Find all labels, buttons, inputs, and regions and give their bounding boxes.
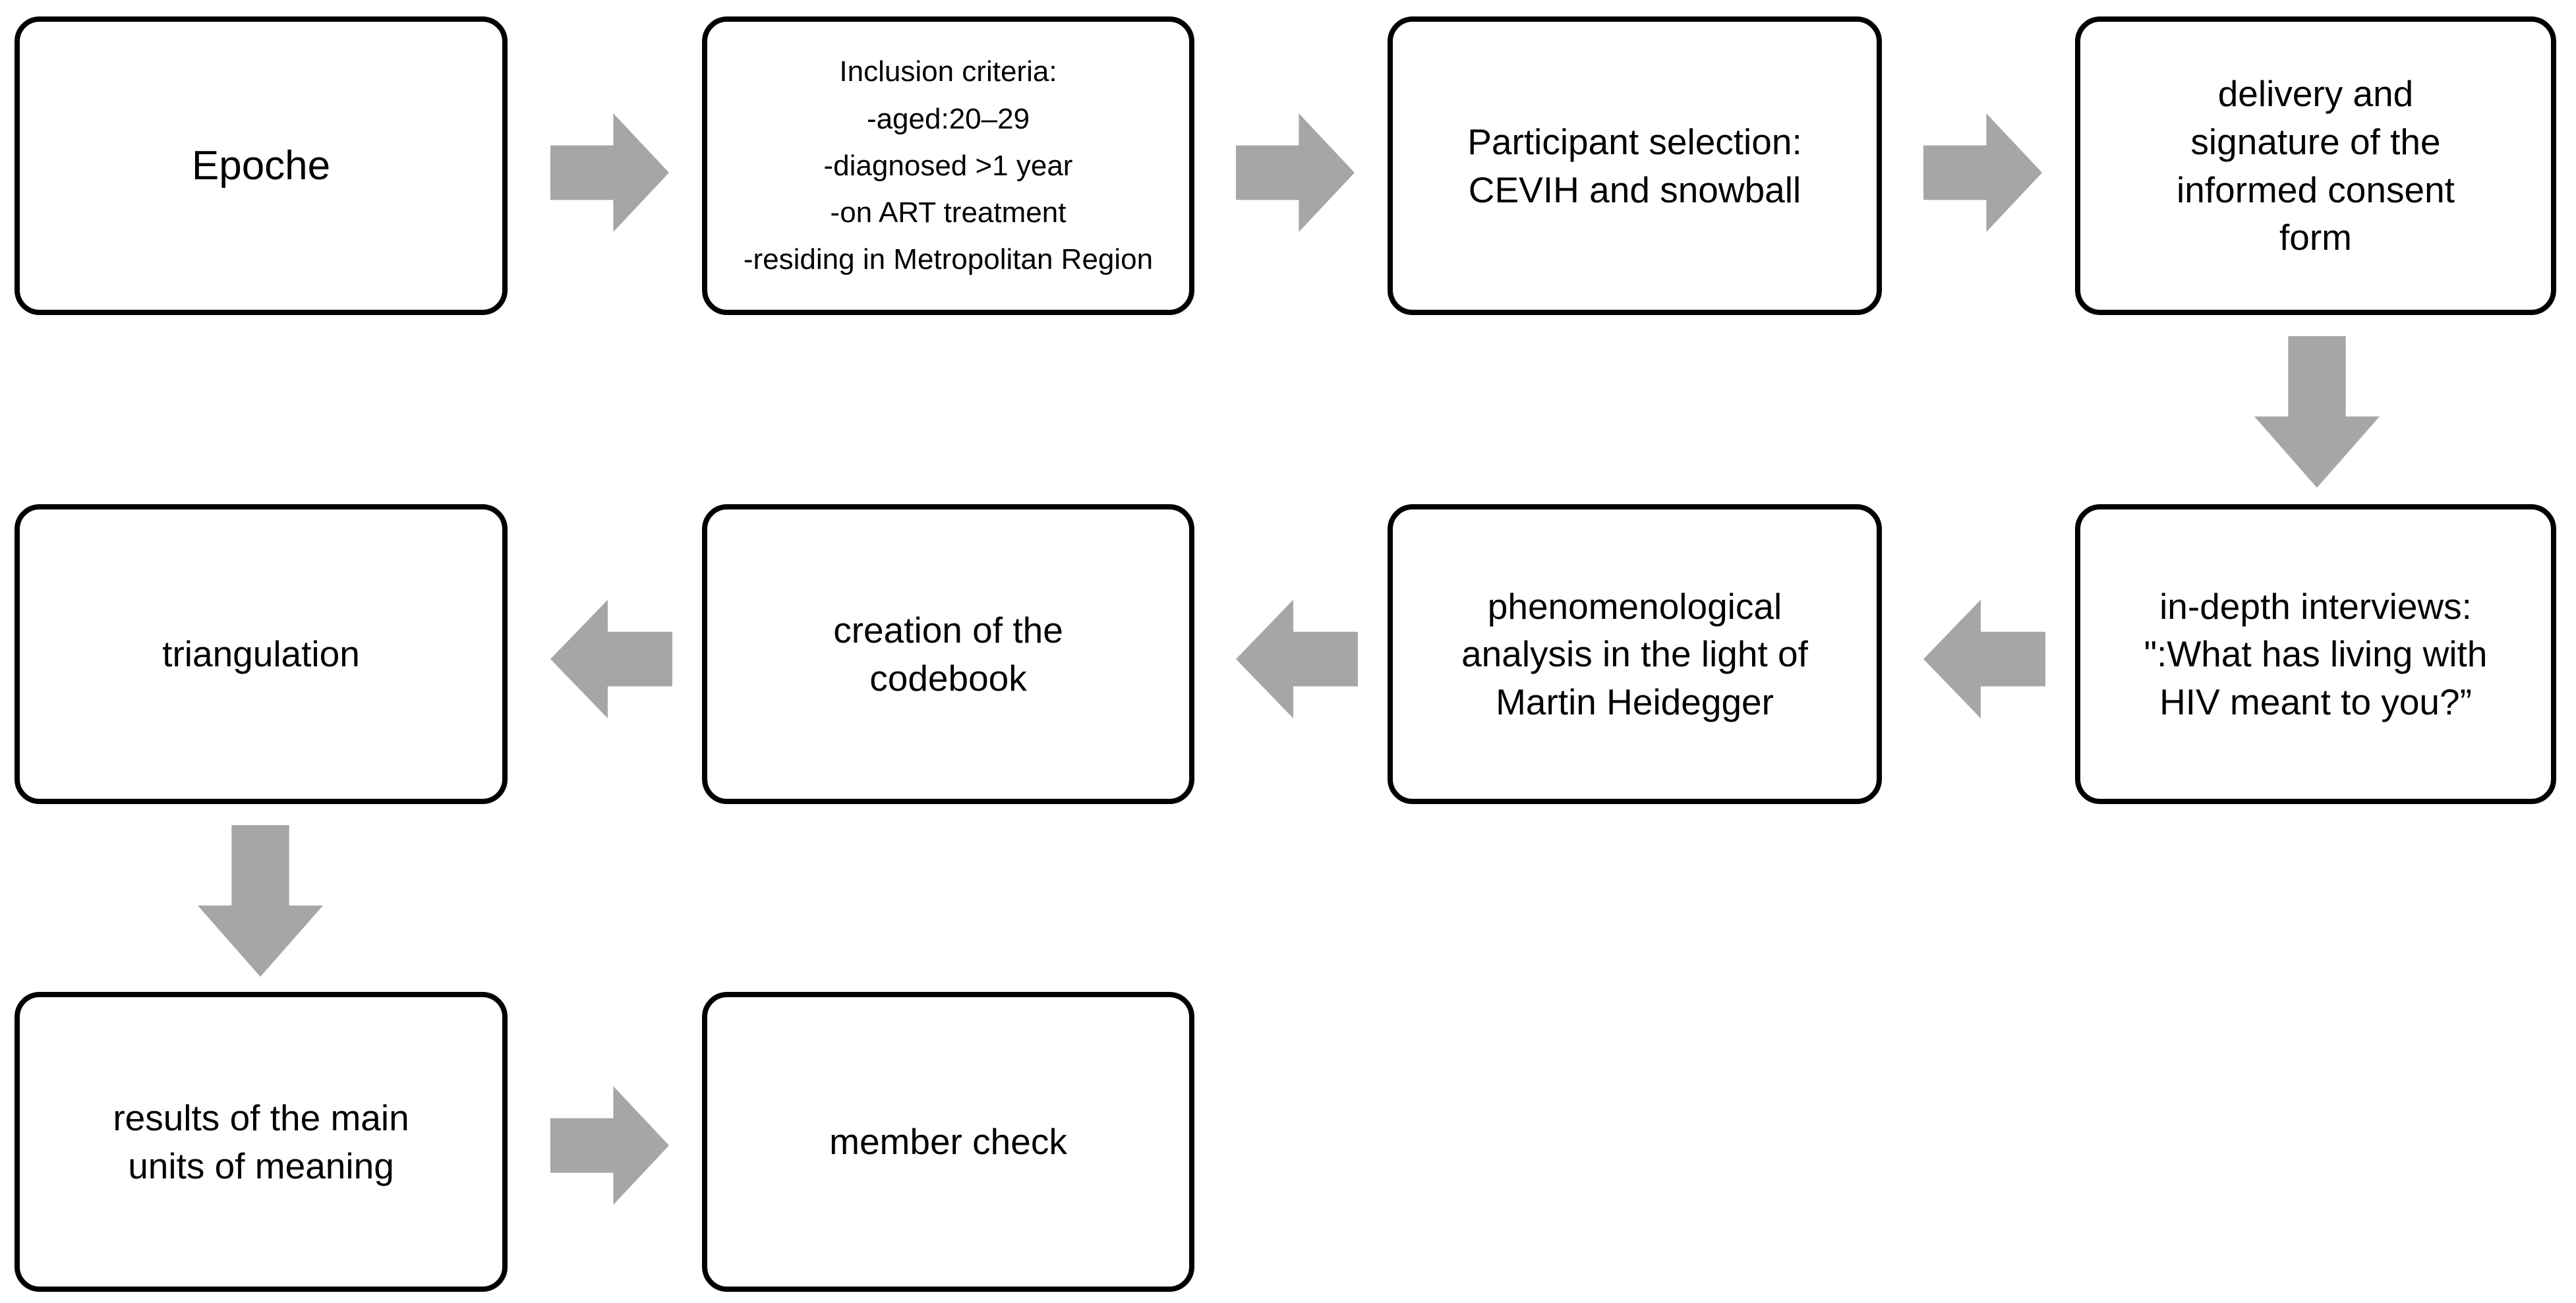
arrow-down-icon-consent-to-interviews: [2254, 336, 2380, 488]
node-in-depth-interviews-label: in-depth interviews: ":What has living w…: [2144, 585, 2488, 722]
node-results-units-of-meaning[interactable]: results of the main units of meaning: [15, 992, 508, 1292]
node-codebook-creation[interactable]: creation of the codebook: [702, 504, 1194, 804]
arrow-left-icon-interviews-to-analysis: [1923, 600, 2045, 718]
node-inclusion-criteria-label: Inclusion criteria: -aged:20–29 -diagnos…: [743, 55, 1154, 276]
node-triangulation-label: triangulation: [162, 633, 360, 675]
node-member-check[interactable]: member check: [702, 992, 1194, 1292]
arrow-left-icon-analysis-to-codebook: [1236, 600, 1358, 718]
node-epoche-label: Epoche: [191, 142, 331, 188]
node-triangulation[interactable]: triangulation: [15, 504, 508, 804]
arrow-right-icon-participant-to-consent: [1923, 113, 2042, 232]
arrow-right-icon-inclusion-to-participant: [1236, 113, 1355, 232]
node-phenomenological-analysis[interactable]: phenomenological analysis in the light o…: [1388, 504, 1882, 804]
node-results-units-of-meaning-label: results of the main units of meaning: [113, 1097, 409, 1186]
node-informed-consent-label: delivery and signature of the informed c…: [2177, 73, 2455, 258]
node-participant-selection[interactable]: Participant selection: CEVIH and snowbal…: [1388, 16, 1882, 315]
arrow-right-icon-epoche-to-inclusion: [550, 113, 669, 232]
node-codebook-creation-label: creation of the codebook: [833, 609, 1063, 699]
arrow-down-icon-triangulation-to-results: [198, 825, 323, 977]
node-phenomenological-analysis-label: phenomenological analysis in the light o…: [1461, 585, 1808, 722]
node-in-depth-interviews[interactable]: in-depth interviews: ":What has living w…: [2075, 504, 2556, 804]
node-inclusion-criteria[interactable]: Inclusion criteria: -aged:20–29 -diagnos…: [702, 16, 1194, 315]
node-informed-consent[interactable]: delivery and signature of the informed c…: [2075, 16, 2556, 315]
arrow-left-icon-codebook-to-triangulation: [550, 600, 672, 718]
arrow-right-icon-results-to-member-check: [550, 1086, 669, 1205]
node-member-check-label: member check: [829, 1121, 1067, 1163]
node-participant-selection-label: Participant selection: CEVIH and snowbal…: [1467, 121, 1802, 210]
node-epoche[interactable]: Epoche: [15, 16, 508, 315]
